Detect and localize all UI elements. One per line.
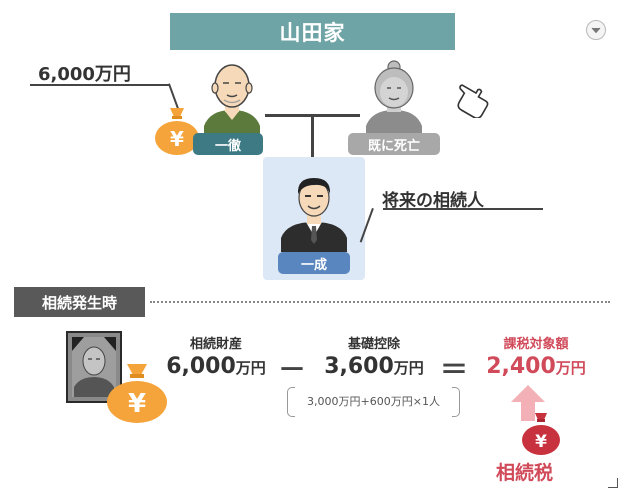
equals-operator: ＝ <box>440 353 469 386</box>
minus-operator: － <box>278 353 307 386</box>
inheritance-tax-label: 相続税 <box>496 462 554 484</box>
heir-name-tag: 一成 <box>278 252 350 274</box>
callout-line <box>30 84 170 86</box>
inheritance-amount: 6,000万円 <box>38 64 131 85</box>
money-bag-icon: ¥ <box>155 108 199 155</box>
grandfather-avatar <box>204 64 260 140</box>
grandmother-name-tag: 既に死亡 <box>348 133 440 155</box>
yen-icon: ¥ <box>535 432 547 452</box>
corner-resize-handle[interactable] <box>608 478 618 488</box>
up-arrow-icon <box>511 385 545 421</box>
assets-label: 相続財産 <box>189 337 242 352</box>
chevron-down-icon <box>591 27 601 33</box>
deduction-label: 基礎控除 <box>347 337 400 352</box>
family-title-text: 山田家 <box>279 20 346 45</box>
pointer-hand-icon <box>457 84 489 118</box>
money-bag-icon: ¥ <box>107 364 167 423</box>
descent-line <box>311 114 314 174</box>
note-bracket-right <box>452 387 460 417</box>
yen-icon: ¥ <box>128 389 146 419</box>
assets-value: 6,000万円 <box>166 354 266 379</box>
family-title: 山田家 <box>170 13 455 50</box>
section-divider <box>150 301 610 303</box>
note-bracket-left <box>287 387 295 417</box>
memorial-portrait <box>66 331 122 403</box>
yen-icon: ¥ <box>170 127 184 151</box>
heir-avatar <box>281 178 347 252</box>
taxable-amount-value: 2,400万円 <box>486 354 586 379</box>
grandmother-avatar <box>366 60 422 140</box>
grandfather-name-tag: 一徹 <box>193 133 263 155</box>
deduction-value: 3,600万円 <box>324 354 424 379</box>
money-bag-icon: ¥ <box>522 413 560 455</box>
deduction-formula: 3,000万円+600万円×1人 <box>307 395 440 408</box>
taxable-amount-label: 課税対象額 <box>503 337 569 352</box>
dropdown-button[interactable] <box>586 20 606 40</box>
future-heir-label: 将来の相続人 <box>382 191 484 211</box>
section-tag: 相続発生時 <box>14 287 145 317</box>
heir-callout-line <box>383 208 543 210</box>
